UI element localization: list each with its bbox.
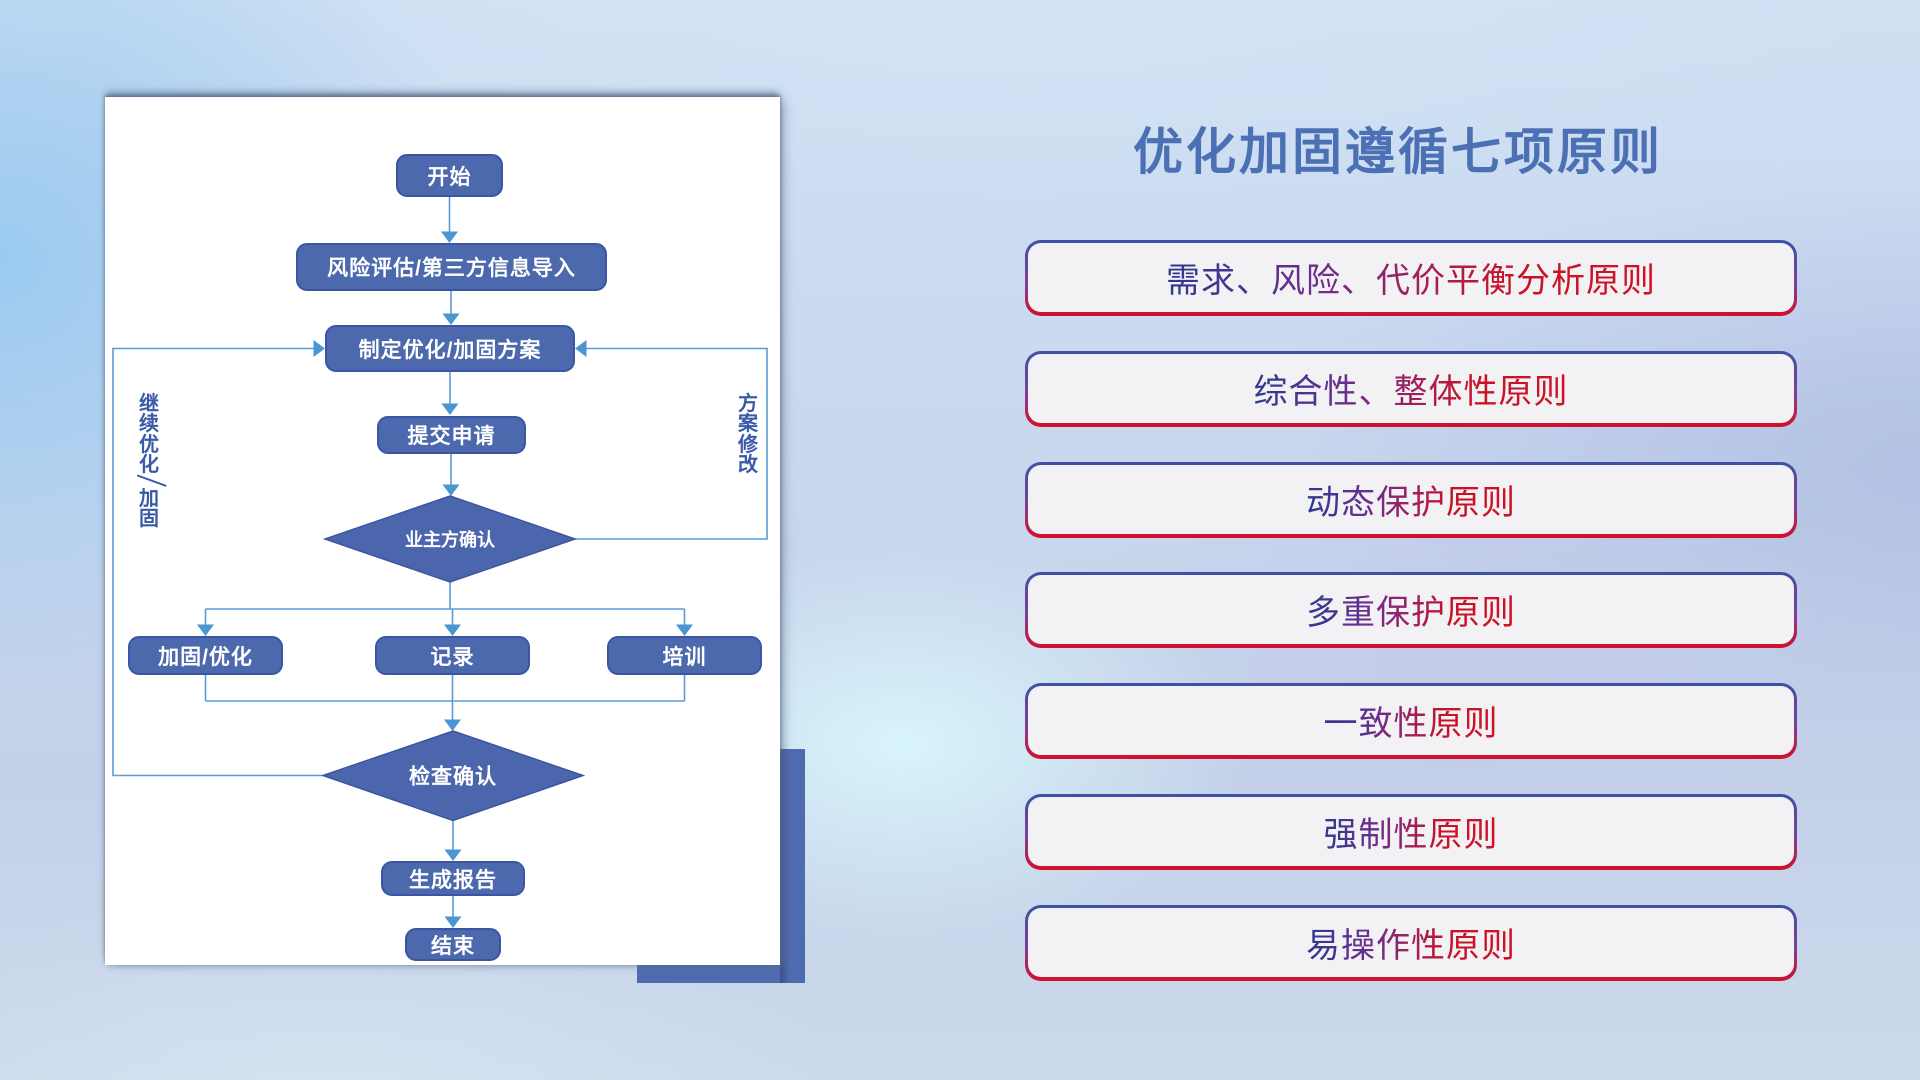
- svg-text:业主方确认: 业主方确认: [405, 529, 496, 550]
- svg-text:检查确认: 检查确认: [409, 765, 497, 789]
